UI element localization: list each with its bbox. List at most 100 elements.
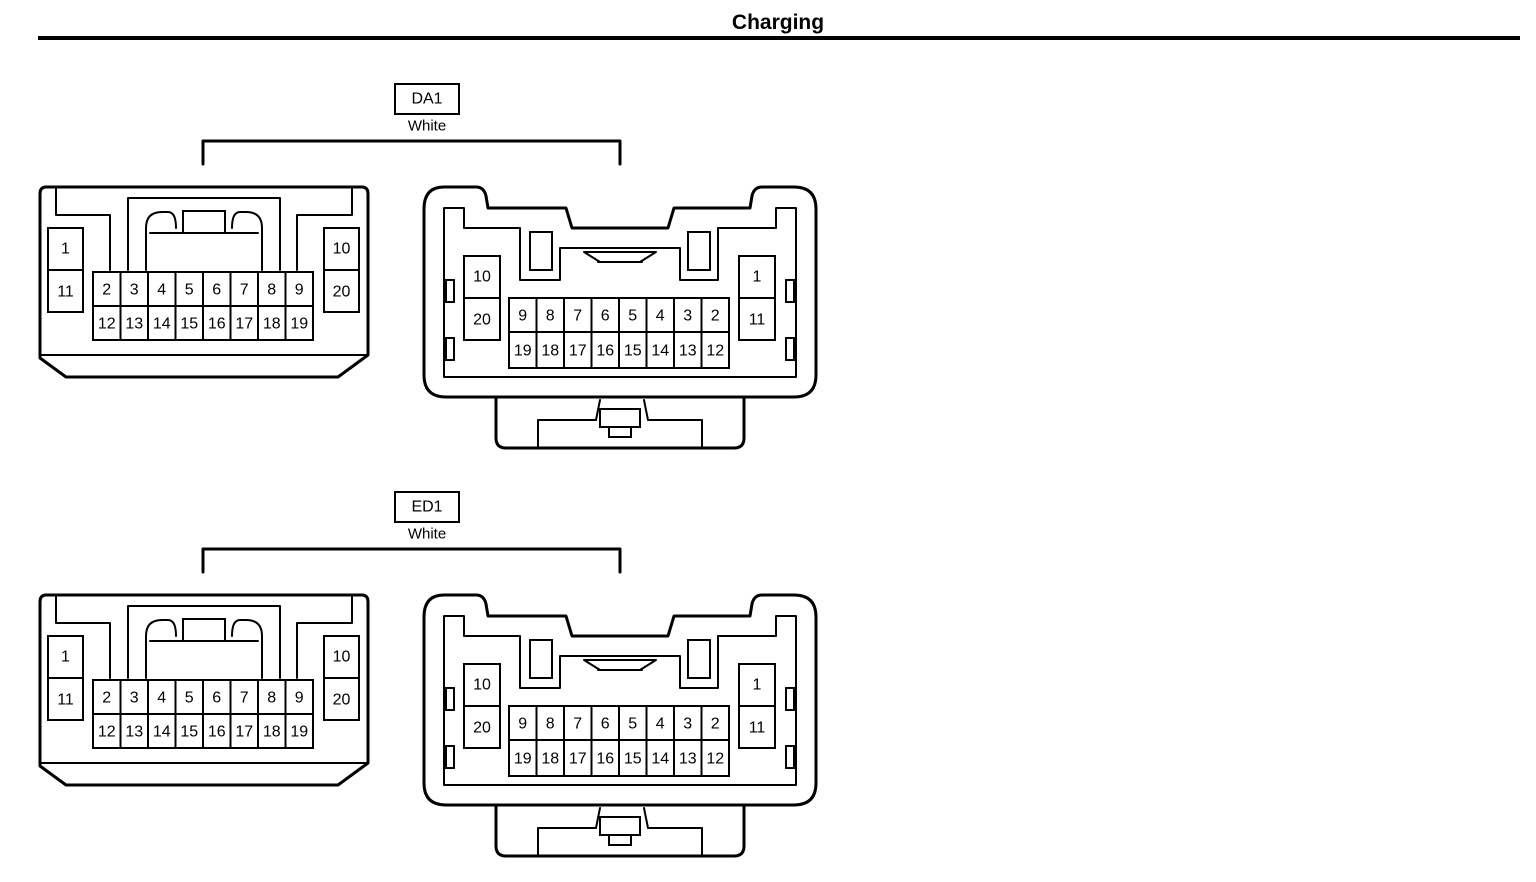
pin-number: 6 xyxy=(212,282,221,299)
lock-frame xyxy=(127,605,281,679)
pin-cell xyxy=(257,305,287,341)
base-latch xyxy=(599,408,641,428)
pin-cell xyxy=(202,679,232,715)
housing-outline xyxy=(38,185,370,379)
pin-number: 1 xyxy=(753,269,762,286)
pin-number: 17 xyxy=(235,724,253,741)
pin-number: 3 xyxy=(130,282,139,299)
pin-cell xyxy=(463,705,501,749)
pin-cell xyxy=(463,663,501,707)
pin-cell xyxy=(119,271,149,307)
side-key xyxy=(445,279,455,303)
base-rail xyxy=(537,399,703,447)
pin-number: 2 xyxy=(102,690,111,707)
housing-inner-right xyxy=(296,186,353,271)
pin-number: 11 xyxy=(57,284,74,301)
pin-number: 10 xyxy=(473,677,491,694)
pin-cell xyxy=(700,739,730,777)
pin-number: 18 xyxy=(263,316,281,333)
pin-cell xyxy=(323,269,360,313)
receptacle-cavity xyxy=(443,207,797,378)
pin-cell xyxy=(738,255,776,299)
pin-cell xyxy=(323,677,360,721)
pin-cell xyxy=(463,255,501,299)
pin-cell xyxy=(174,713,204,749)
pin-cell xyxy=(47,227,84,271)
pin-cell xyxy=(673,331,703,369)
connector-color: White xyxy=(408,118,446,135)
pin-number: 3 xyxy=(683,716,692,733)
pin-number: 19 xyxy=(290,316,308,333)
pin-number: 15 xyxy=(624,751,642,768)
pin-number: 9 xyxy=(518,716,527,733)
housing-inner-left xyxy=(55,186,111,271)
pin-number: 14 xyxy=(651,751,669,768)
pin-number: 17 xyxy=(569,343,587,360)
receptacle-outline xyxy=(422,185,818,399)
pin-cell xyxy=(229,713,259,749)
pin-number: 18 xyxy=(541,343,559,360)
pin-number: 7 xyxy=(573,716,582,733)
pin-number: 2 xyxy=(711,716,720,733)
pin-number: 6 xyxy=(212,690,221,707)
pin-number: 14 xyxy=(153,316,171,333)
pin-cell xyxy=(202,271,232,307)
pin-number: 9 xyxy=(295,690,304,707)
pin-number: 8 xyxy=(267,282,276,299)
pin-cell xyxy=(174,271,204,307)
receptacle-base xyxy=(494,803,746,858)
guide-slot xyxy=(687,231,711,271)
pin-number: 7 xyxy=(240,282,249,299)
pin-cell xyxy=(700,331,730,369)
pin-number: 8 xyxy=(546,308,555,325)
pin-number: 6 xyxy=(601,308,610,325)
pin-number: 5 xyxy=(628,308,637,325)
pin-number: 2 xyxy=(102,282,111,299)
housing-inner-left xyxy=(55,594,111,679)
pin-number: 9 xyxy=(295,282,304,299)
guide-slot xyxy=(687,639,711,679)
pin-cell xyxy=(92,305,122,341)
connector-color: White xyxy=(408,526,446,543)
connector-bracket xyxy=(201,547,622,574)
pin-number: 14 xyxy=(153,724,171,741)
pin-number: 15 xyxy=(180,724,198,741)
pin-number: 7 xyxy=(240,690,249,707)
base-latch-stem xyxy=(608,426,632,438)
pin-cell xyxy=(508,331,538,369)
pin-cell xyxy=(257,679,287,715)
pin-cell xyxy=(323,635,360,679)
receptacle-cavity xyxy=(443,615,797,786)
pin-number: 19 xyxy=(514,751,532,768)
pin-cell xyxy=(147,713,177,749)
pin-cell xyxy=(700,705,730,741)
pin-cell xyxy=(618,739,648,777)
pin-number: 18 xyxy=(263,724,281,741)
pin-number: 16 xyxy=(208,316,226,333)
lock-arms xyxy=(145,619,263,679)
pin-number: 12 xyxy=(706,343,724,360)
connector-code-box xyxy=(394,83,460,115)
pin-number: 5 xyxy=(628,716,637,733)
pin-number: 9 xyxy=(518,308,527,325)
pin-cell xyxy=(284,305,314,341)
pin-cell xyxy=(563,331,593,369)
pin-number: 13 xyxy=(679,751,697,768)
pin-number: 15 xyxy=(624,343,642,360)
pin-cell xyxy=(92,713,122,749)
pin-number: 1 xyxy=(61,241,70,258)
pin-cell xyxy=(229,305,259,341)
pin-number: 16 xyxy=(596,751,614,768)
pin-cell xyxy=(535,705,565,741)
pin-number: 16 xyxy=(596,343,614,360)
side-key xyxy=(785,337,795,361)
lock-arms xyxy=(145,211,263,271)
pin-number: 13 xyxy=(125,724,143,741)
latch-window xyxy=(583,251,657,263)
pin-number: 13 xyxy=(125,316,143,333)
pin-number: 8 xyxy=(546,716,555,733)
